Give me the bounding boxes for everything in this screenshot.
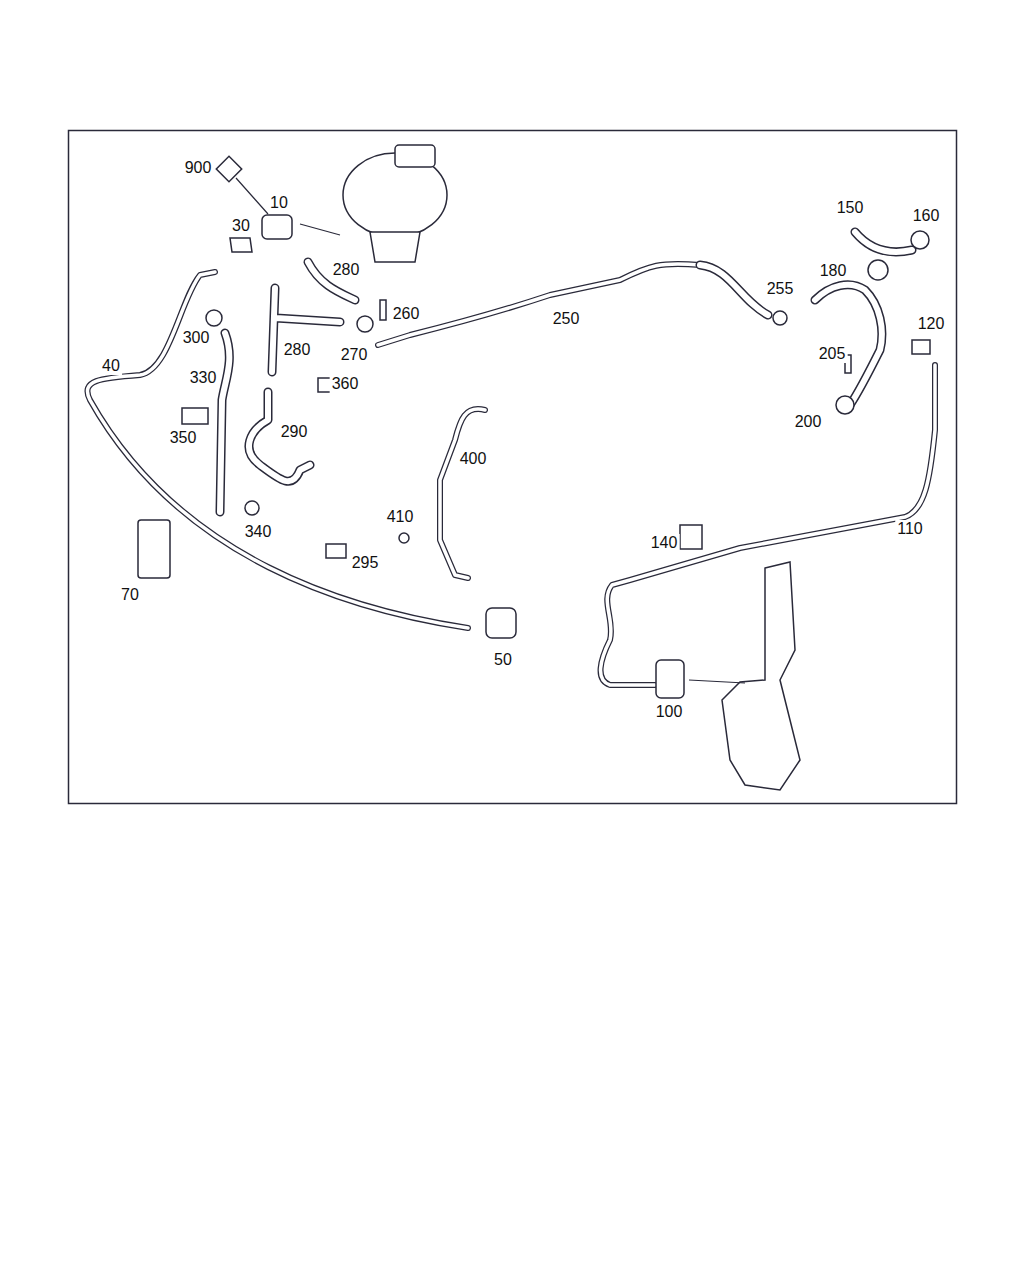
callout-number: 900 [183, 159, 214, 177]
callout-number: 270 [339, 346, 370, 364]
callout-number: 160 [911, 207, 942, 225]
callout-number: 400 [458, 450, 489, 468]
callout-number: 140 [649, 534, 680, 552]
callout-number: 100 [654, 703, 685, 721]
callout-number: 330 [188, 369, 219, 387]
callout-number: 10 [268, 194, 290, 212]
callout-number: 200 [793, 413, 824, 431]
callout-number: 410 [385, 508, 416, 526]
callout-number: 290 [279, 423, 310, 441]
callout-number: 260 [391, 305, 422, 323]
callout-number: 205 [817, 345, 848, 363]
callout-number: 110 [895, 520, 925, 538]
frame [69, 131, 957, 804]
callout-number: 70 [119, 586, 141, 604]
callout-number: 280 [282, 341, 313, 359]
callout-number: 295 [350, 554, 381, 572]
callout-number: 120 [916, 315, 947, 333]
callout-number: 350 [168, 429, 199, 447]
callout-number: 30 [230, 217, 252, 235]
callout-number: 300 [181, 329, 212, 347]
parts [138, 145, 930, 790]
hoses [87, 232, 935, 685]
callout-number: 280 [331, 261, 362, 279]
callout-number: 180 [818, 262, 849, 280]
callout-number: 255 [765, 280, 796, 298]
callout-number: 50 [492, 651, 514, 669]
callout-number: 250 [551, 310, 582, 328]
callout-number: 340 [243, 523, 274, 541]
callout-number: 150 [835, 199, 866, 217]
callout-number: 40 [100, 357, 122, 375]
callout-number: 360 [330, 375, 361, 393]
